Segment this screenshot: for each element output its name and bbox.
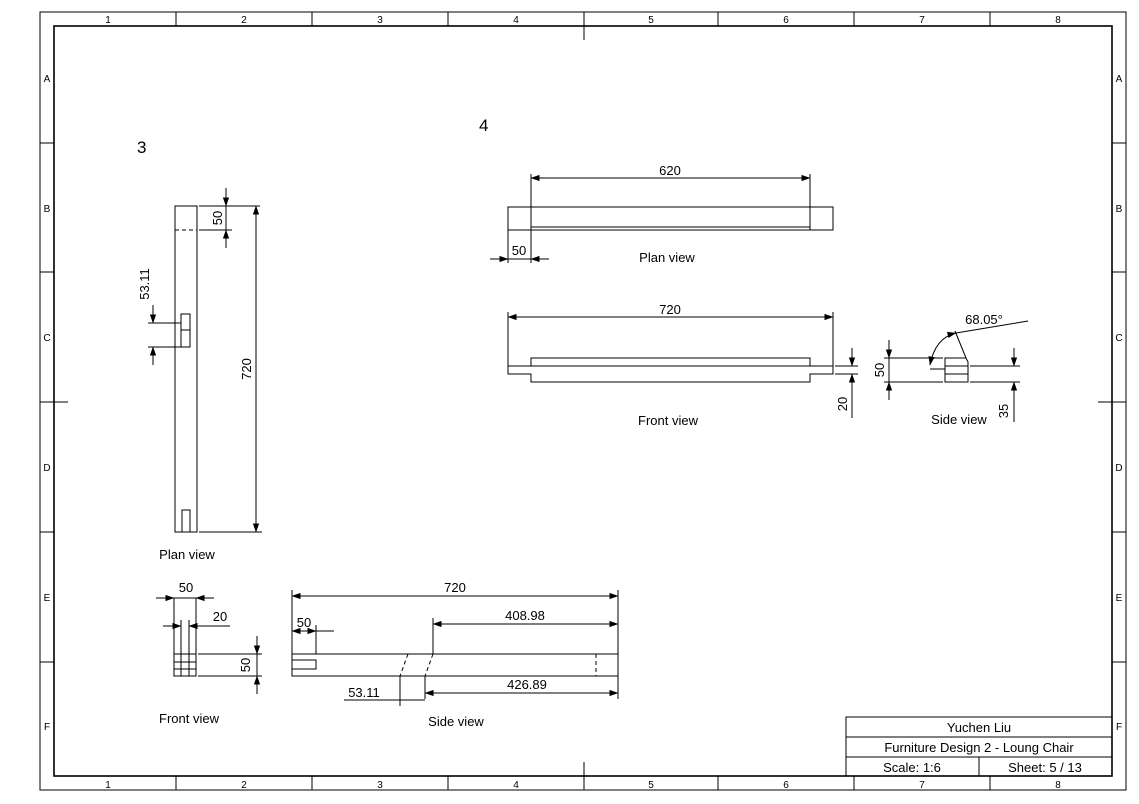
grid-col-3: 3 (377, 780, 383, 791)
grid-row-b: B (1116, 204, 1123, 215)
grid-ticks (40, 12, 1126, 790)
grid-col-2: 2 (241, 780, 247, 791)
grid-row-e: E (44, 593, 51, 604)
part-3-plan-dim-mortise: 53.11 (137, 268, 152, 300)
grid-col-4: 4 (513, 15, 519, 26)
part-4-side-view-label: Side view (931, 412, 987, 427)
part-3-front-dim-height: 50 (238, 658, 253, 672)
part-4-front-dim-height: 20 (835, 397, 850, 411)
grid-row-f: F (1116, 722, 1122, 733)
part-3-front-view-label: Front view (159, 711, 220, 726)
grid-col-1: 1 (105, 780, 111, 791)
part-4-plan-dim-end: 50 (512, 243, 526, 258)
part-4-front-dim-length: 720 (659, 302, 681, 317)
part-4-side-dim-depth: 35 (996, 404, 1011, 418)
grid-row-f: F (44, 722, 50, 733)
part-4-plan-dim-inner: 620 (659, 163, 681, 178)
grid-col-5: 5 (648, 780, 654, 791)
drawing-border (53, 25, 1113, 777)
grid-column-labels-top: 1 2 3 4 5 6 7 8 (105, 15, 1061, 26)
grid-col-2: 2 (241, 15, 247, 26)
grid-row-d: D (1115, 463, 1122, 474)
title-block-scale: Scale: 1:6 (883, 760, 941, 775)
grid-row-d: D (43, 463, 50, 474)
grid-row-labels-left: A B C D E F (43, 74, 50, 733)
part-3-plan-view (148, 188, 262, 533)
grid-col-3: 3 (377, 15, 383, 26)
part-3-plan-view-label: Plan view (159, 547, 215, 562)
part-3-side-dim-notch: 50 (297, 615, 311, 630)
part-4-side-dim-angle: 68.05° (965, 312, 1003, 327)
part-3-plan-dim-length: 720 (239, 358, 254, 380)
grid-row-b: B (44, 204, 51, 215)
part-4-front-view-label: Front view (638, 413, 699, 428)
part-3-side-view (291, 590, 619, 706)
grid-row-a: A (1116, 74, 1123, 85)
part-3-front-dim-width: 50 (179, 580, 193, 595)
part-3-side-dim-lower: 426.89 (507, 677, 547, 692)
part-4-front-view (507, 312, 858, 418)
title-block-author: Yuchen Liu (947, 720, 1011, 735)
part-3-side-dim-upper: 408.98 (505, 608, 545, 623)
part-3-front-dim-inner: 20 (213, 609, 227, 624)
part-3-side-dim-joint: 53.11 (348, 685, 380, 700)
part-3-side-view-label: Side view (428, 714, 484, 729)
grid-column-labels-bottom: 1 2 3 4 5 6 7 8 (105, 780, 1061, 791)
part-4-number: 4 (479, 116, 488, 135)
grid-row-labels-right: A B C D E F (1115, 74, 1122, 733)
part-4-plan-view (490, 174, 834, 263)
grid-col-8: 8 (1055, 780, 1061, 791)
grid-row-c: C (43, 333, 50, 344)
part-4-side-view (884, 320, 1029, 422)
part-3-number: 3 (137, 138, 146, 157)
grid-col-7: 7 (919, 15, 925, 26)
part-4-side-dim-height: 50 (872, 363, 887, 377)
part-4-plan-view-label: Plan view (639, 250, 695, 265)
title-block-sheet: Sheet: 5 / 13 (1008, 760, 1082, 775)
part-3-front-view (156, 594, 262, 694)
grid-row-e: E (1116, 593, 1123, 604)
title-block-project: Furniture Design 2 - Loung Chair (884, 740, 1074, 755)
grid-col-7: 7 (919, 780, 925, 791)
grid-col-6: 6 (783, 780, 789, 791)
grid-col-6: 6 (783, 15, 789, 26)
title-block (845, 716, 1113, 777)
grid-col-8: 8 (1055, 15, 1061, 26)
grid-col-5: 5 (648, 15, 654, 26)
grid-row-c: C (1115, 333, 1122, 344)
grid-row-a: A (44, 74, 51, 85)
grid-col-1: 1 (105, 15, 111, 26)
outer-frame (39, 11, 1127, 791)
part-3-plan-dim-top: 50 (210, 211, 225, 225)
part-3-side-dim-length: 720 (444, 580, 466, 595)
grid-col-4: 4 (513, 780, 519, 791)
